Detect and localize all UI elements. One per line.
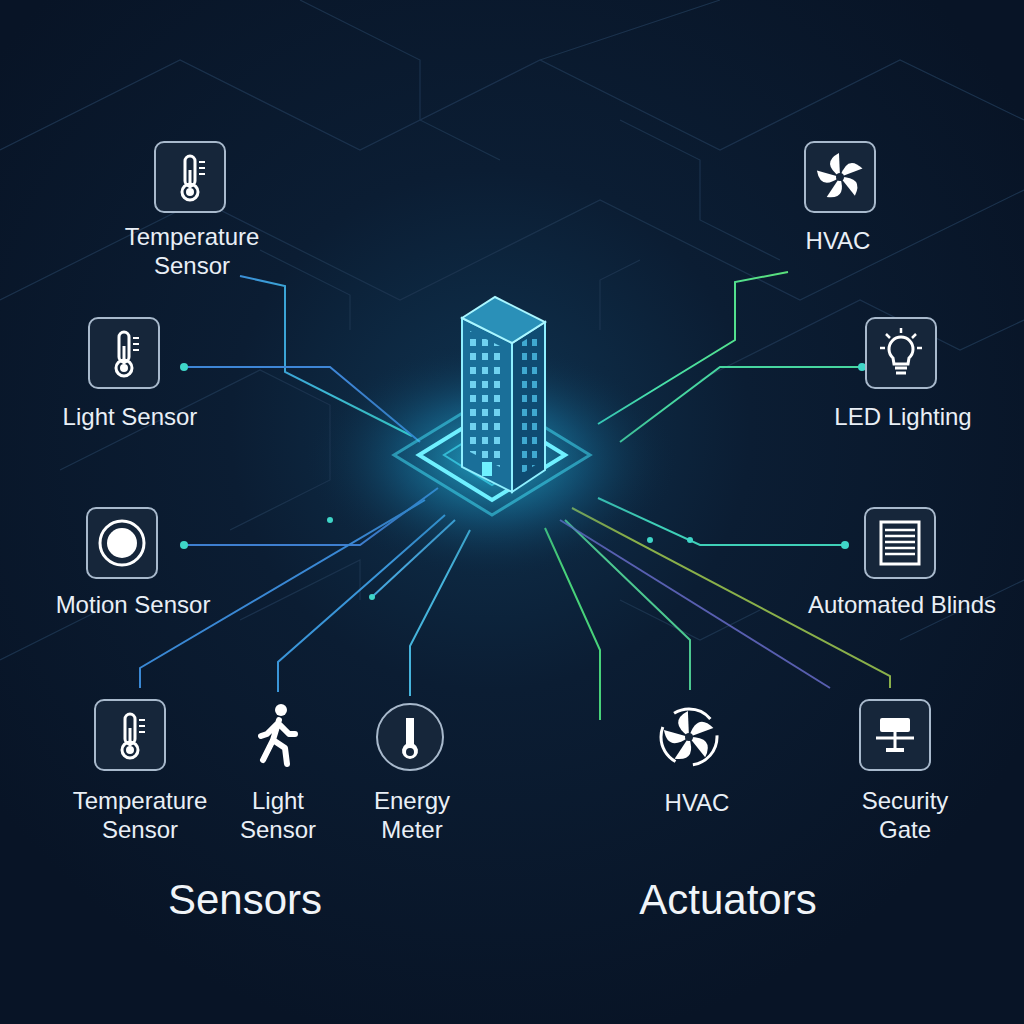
device-icon (153, 140, 227, 214)
temperature-sensor: Temperature Sensor (82, 140, 302, 280)
group-heading: Sensors (168, 876, 322, 924)
light-sensor: Light Sensor (25, 316, 235, 431)
device-label: Motion Sensor (33, 590, 233, 619)
device-icon (858, 698, 932, 772)
automated-blinds: Automated Blinds (790, 506, 1014, 619)
device-icon (373, 700, 447, 774)
device-icon (863, 506, 937, 580)
device-icon (93, 698, 167, 772)
device-label: Light Sensor (233, 786, 323, 844)
device-icon (652, 700, 726, 774)
device-label: Automated Blinds (792, 590, 1012, 619)
device-label: LED Lighting (808, 402, 998, 431)
hvac-actuator: HVAC (632, 700, 762, 817)
led-lighting: LED Lighting (803, 316, 1003, 431)
device-label: Energy Meter (362, 786, 462, 844)
device-label: HVAC (778, 226, 898, 255)
device-icon (803, 140, 877, 214)
security-gate: Security Gate (845, 698, 965, 844)
group-heading: Actuators (639, 876, 816, 924)
energy-meter: Energy Meter (357, 700, 467, 844)
light-sensor: Light Sensor (228, 698, 328, 844)
hvac-actuator: HVAC (758, 140, 918, 255)
device-icon (85, 506, 159, 580)
device-label: Temperature Sensor (112, 222, 272, 280)
device-icon (864, 316, 938, 390)
device-label: Light Sensor (30, 402, 230, 431)
device-label: Temperature Sensor (60, 786, 220, 844)
temperature-sensor: Temperature Sensor (55, 698, 225, 844)
device-label: Security Gate (850, 786, 960, 844)
device-icon (87, 316, 161, 390)
motion-sensor: Motion Sensor (23, 506, 243, 619)
device-label: HVAC (637, 788, 757, 817)
device-icon (241, 698, 315, 772)
